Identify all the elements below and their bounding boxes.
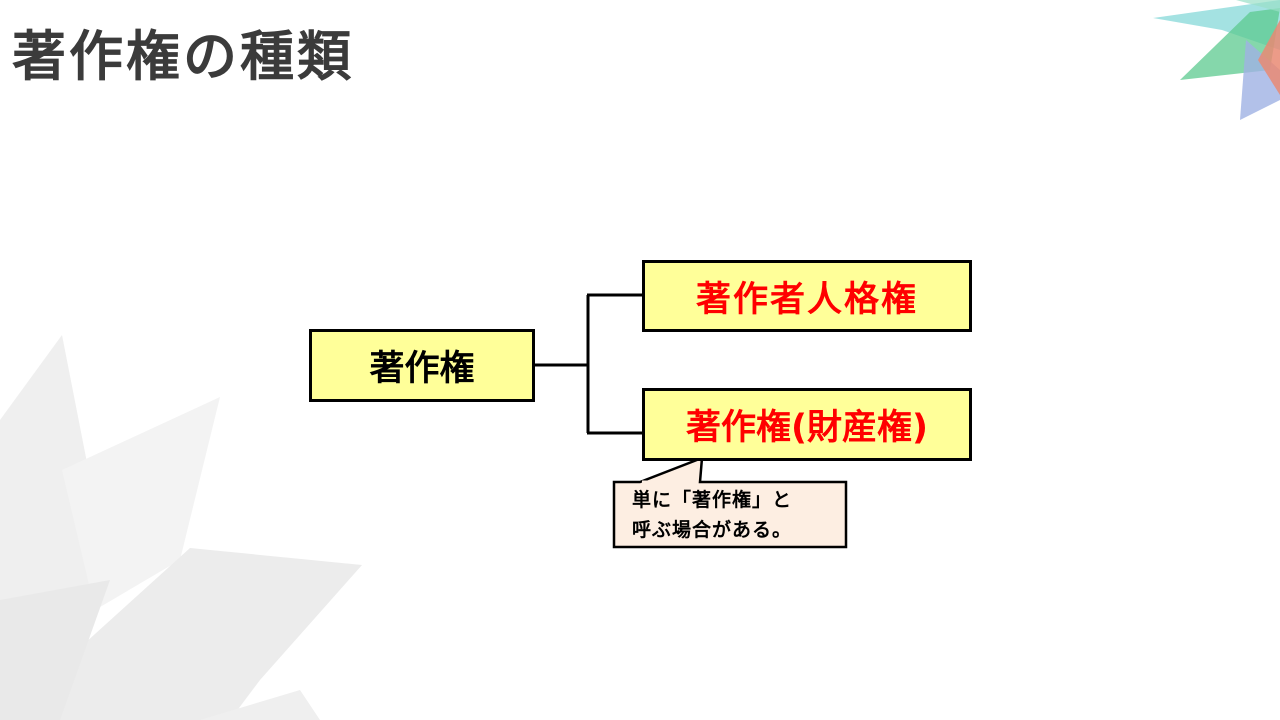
callout-bubble — [612, 456, 848, 549]
callout-line-2: 呼ぶ場合がある。 — [632, 519, 793, 541]
child-node-property-rights: 著作権(財産権) — [642, 388, 972, 461]
root-node-copyright: 著作権 — [309, 329, 535, 402]
callout-note: 単に「著作権」と 呼ぶ場合がある。 — [616, 483, 844, 545]
page-title: 著作権の種類 — [12, 25, 354, 88]
child-node-moral-rights: 著作者人格権 — [642, 260, 972, 332]
callout-line-1: 単に「著作権」と — [632, 489, 793, 511]
